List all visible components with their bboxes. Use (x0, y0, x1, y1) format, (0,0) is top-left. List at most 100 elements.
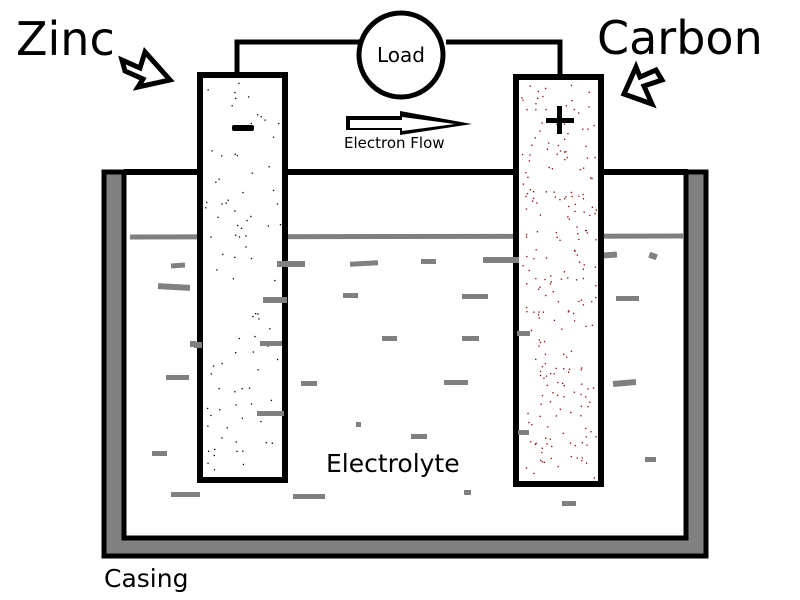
stipple-dot (595, 209, 597, 211)
stipple-dot (257, 369, 259, 371)
stipple-dot (539, 341, 542, 344)
electrolyte-label: Electrolyte (326, 449, 460, 478)
stipple-dot (219, 409, 221, 411)
stipple-dot (528, 269, 530, 272)
stipple-dot (539, 130, 541, 132)
stipple-dot (595, 436, 597, 438)
stipple-dot (564, 198, 566, 200)
stipple-dot (540, 459, 542, 461)
stipple-dot (588, 91, 590, 93)
stipple-dot (561, 328, 563, 330)
stipple-dot (586, 157, 589, 159)
particle (194, 342, 202, 348)
stipple-dot (549, 438, 551, 440)
stipple-dot (260, 116, 262, 118)
stipple-dot (535, 103, 537, 105)
stipple-dot (528, 421, 530, 424)
stipple-dot (557, 301, 560, 303)
stipple-dot (274, 279, 276, 282)
stipple-dot (557, 381, 559, 384)
stipple-dot (548, 166, 550, 169)
particle (444, 380, 468, 385)
stipple-dot (541, 122, 543, 124)
stipple-dot (585, 396, 587, 398)
stipple-dot (236, 450, 238, 452)
stipple-dot (221, 362, 223, 365)
stipple-dot (582, 277, 585, 280)
stipple-dot (208, 450, 210, 452)
stipple-dot (532, 197, 535, 200)
stipple-dot (207, 407, 209, 410)
stipple-dot (536, 202, 538, 204)
stipple-dot (521, 153, 524, 156)
stipple-dot (563, 353, 565, 355)
stipple-dot (529, 85, 531, 87)
particle (648, 251, 658, 261)
stipple-dot (563, 271, 566, 273)
particle (152, 451, 167, 456)
stipple-dot (534, 443, 537, 445)
stipple-dot (231, 105, 233, 107)
stipple-dot (234, 391, 236, 393)
stipple-dot (594, 213, 596, 215)
casing (101, 169, 709, 559)
stipple-dot (235, 441, 237, 443)
stipple-dot (544, 353, 547, 355)
stipple-dot (593, 124, 595, 127)
stipple-dot (542, 311, 545, 313)
stipple-dot (539, 370, 542, 372)
stipple-dot (215, 181, 217, 183)
stipple-dot (539, 286, 541, 288)
stipple-dot (241, 388, 243, 390)
stipple-dot (545, 294, 547, 297)
stipple-dot (559, 239, 561, 241)
stipple-dot (221, 203, 223, 205)
stipple-dot (525, 306, 528, 309)
stipple-dot (582, 268, 584, 270)
particle (356, 422, 361, 427)
stipple-dot (207, 89, 209, 91)
stipple-dot (591, 324, 593, 326)
stipple-dot (547, 426, 549, 428)
stipple-dot (545, 375, 548, 377)
stipple-dot (591, 177, 593, 180)
stipple-dot (563, 385, 565, 387)
stipple-dot (551, 168, 553, 170)
stipple-dot (522, 183, 524, 185)
stipple-dot (567, 277, 569, 279)
stipple-dot (217, 216, 219, 218)
stipple-dot (571, 195, 573, 198)
stipple-dot (576, 226, 578, 228)
stipple-dot (539, 214, 541, 216)
stipple-dot (541, 394, 544, 397)
stipple-dot (525, 236, 528, 238)
stipple-dot (234, 153, 236, 155)
stipple-dot (533, 472, 535, 475)
stipple-dot (207, 462, 209, 464)
stipple-dot (527, 412, 529, 415)
stipple-dot (564, 159, 566, 161)
stipple-dot (522, 99, 524, 101)
particle (260, 341, 282, 346)
particle (257, 411, 284, 416)
stipple-dot (252, 316, 254, 318)
stipple-dot (578, 195, 580, 197)
stipple-dot (575, 279, 578, 281)
stipple-dot (578, 112, 580, 114)
stipple-dot (566, 156, 568, 159)
stipple-dot (252, 351, 254, 353)
stipple-dot (545, 108, 547, 111)
stipple-dot (590, 177, 592, 179)
stipple-dot (526, 193, 529, 195)
stipple-dot (267, 345, 269, 347)
stipple-dot (587, 388, 589, 390)
stipple-dot (585, 427, 587, 430)
stipple-dot (206, 201, 208, 204)
stipple-dot (562, 382, 564, 384)
stipple-dot (271, 442, 273, 444)
stipple-dot (552, 291, 554, 293)
stipple-dot (255, 313, 257, 315)
stipple-dot (580, 369, 582, 371)
stipple-dot (250, 257, 253, 260)
